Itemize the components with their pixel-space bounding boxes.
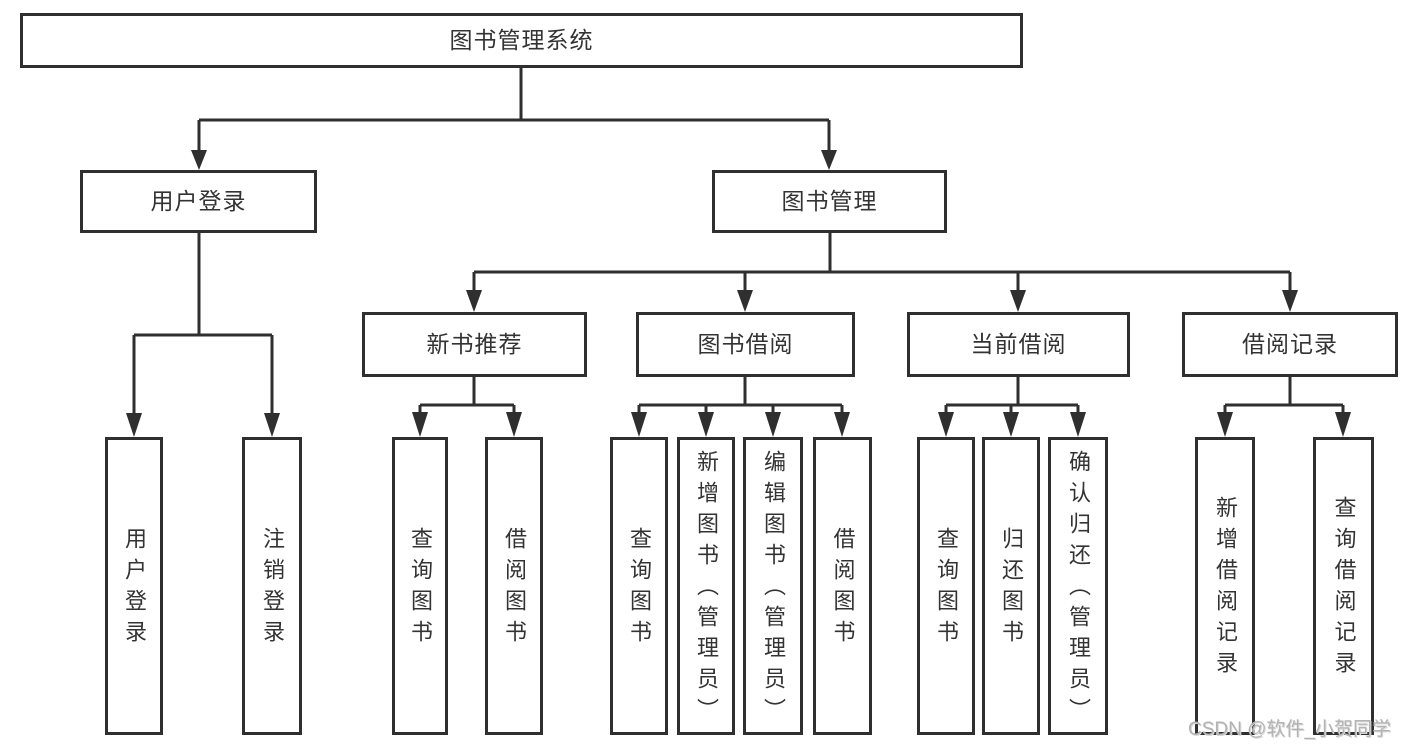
leaf-confirm-return-admin: 确认归还（管理员） — [1048, 437, 1108, 735]
connector-lines — [132, 68, 1345, 416]
leaf-borrow-book-recommend: 借阅图书 — [485, 437, 543, 735]
leaf-add-borrow-record: 新增借阅记录 — [1195, 437, 1255, 735]
leaf-query-borrow-record: 查询借阅记录 — [1313, 437, 1374, 735]
leaf-add-book-admin: 新增图书（管理员） — [677, 437, 735, 735]
leaf-user-login: 用户登录 — [105, 437, 163, 735]
leaf-query-book-current: 查询图书 — [917, 437, 975, 735]
node-current-borrow: 当前借阅 — [907, 312, 1130, 377]
leaf-borrow-book: 借阅图书 — [813, 437, 872, 735]
leaf-return-book: 归还图书 — [982, 437, 1040, 735]
leaf-logout: 注销登录 — [242, 437, 302, 735]
leaf-query-book-borrow: 查询图书 — [610, 437, 668, 735]
node-new-book-recommend: 新书推荐 — [362, 312, 587, 377]
connector-arrowheads — [126, 150, 1351, 437]
leaf-edit-book-admin: 编辑图书（管理员） — [743, 437, 803, 735]
watermark: CSDN @软件_小贺同学 — [1188, 719, 1391, 740]
leaf-query-book-recommend: 查询图书 — [392, 437, 448, 735]
node-user-login: 用户登录 — [80, 170, 317, 233]
node-book-borrow: 图书借阅 — [636, 312, 855, 377]
node-book-management: 图书管理 — [712, 170, 947, 233]
node-borrow-record: 借阅记录 — [1182, 312, 1398, 377]
node-root: 图书管理系统 — [20, 13, 1023, 68]
